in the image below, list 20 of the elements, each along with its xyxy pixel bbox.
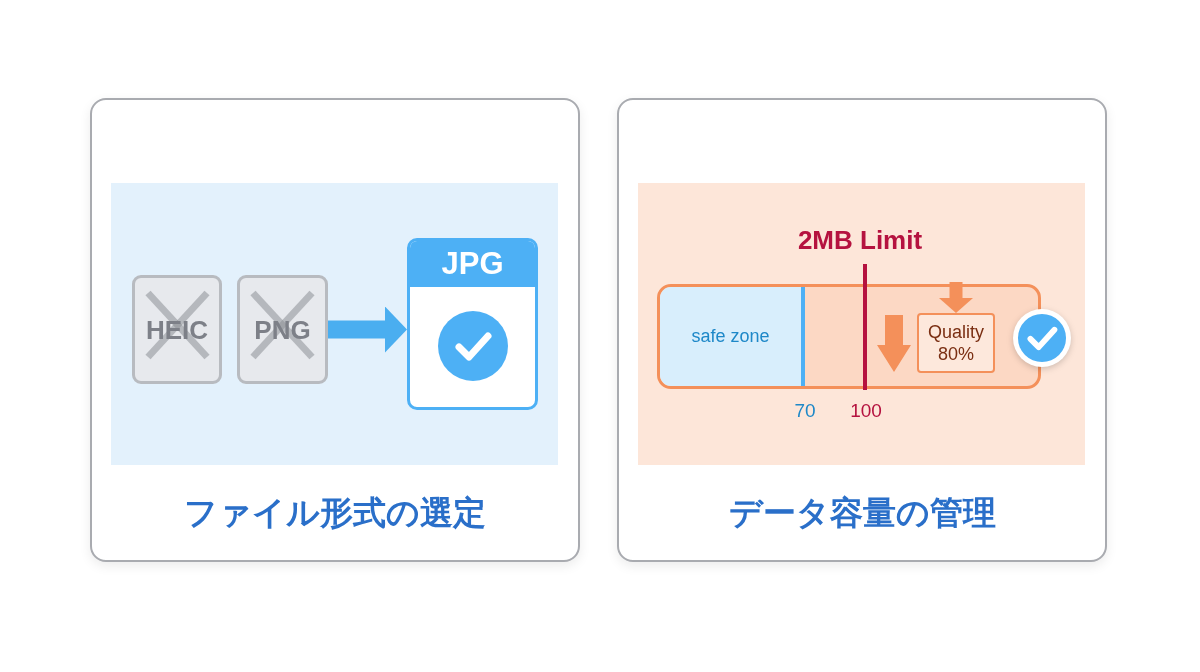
file-tile <box>237 275 328 384</box>
file-tile <box>132 275 222 384</box>
capacity-bar <box>657 284 1041 389</box>
arrow <box>328 306 407 353</box>
format-label: HEIC <box>145 314 209 345</box>
format-label: PNG <box>254 314 311 345</box>
zone-label: safe zone <box>691 326 770 347</box>
quality-box <box>917 313 995 373</box>
limit-label: 2MB Limit <box>797 226 923 256</box>
quality-label: Quality 80% <box>927 321 985 365</box>
tick-label: 70 <box>794 400 816 422</box>
file-card <box>407 238 538 410</box>
panel-card <box>90 98 580 562</box>
arrow <box>939 282 973 313</box>
file-type-label: JPG <box>441 246 504 282</box>
tick-label: 100 <box>850 400 882 422</box>
panel-card <box>617 98 1107 562</box>
safe-zone-region <box>660 287 805 386</box>
panel-title: ファイル形式の選定 <box>184 493 486 533</box>
panel-title: データ容量の管理 <box>728 493 996 533</box>
